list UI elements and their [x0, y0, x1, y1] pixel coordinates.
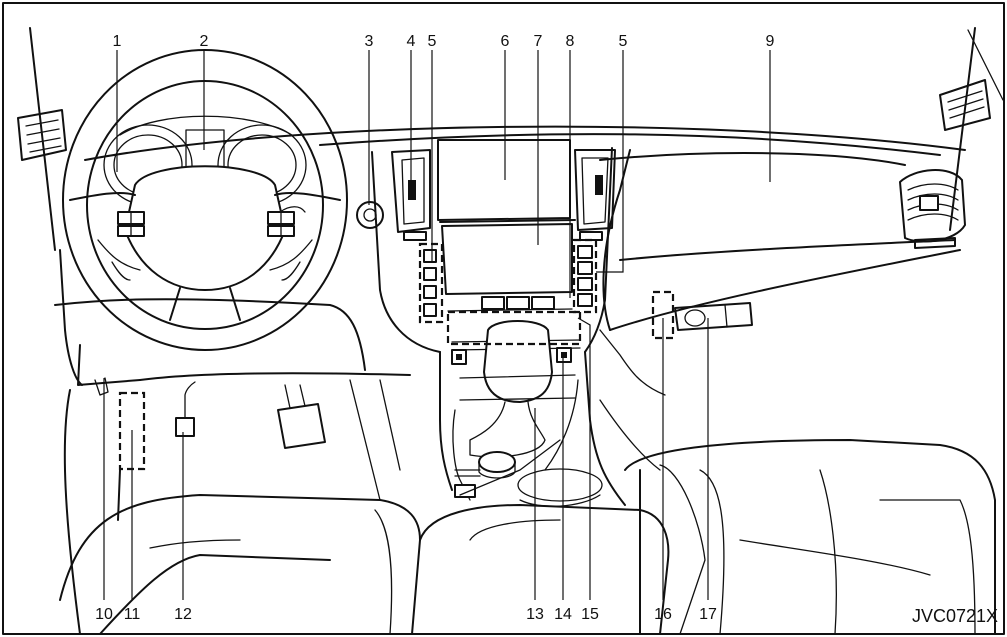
floor-and-seats	[59, 329, 996, 635]
callout-5-right: 5	[619, 33, 628, 50]
callout-17: 17	[699, 606, 717, 623]
callout-8: 8	[566, 33, 575, 50]
dashed-groups	[118, 238, 675, 471]
pedals	[94, 377, 326, 449]
left-side-vent	[17, 109, 67, 161]
right-side-vent	[939, 79, 991, 131]
dashboard-outline	[29, 27, 1004, 331]
callout-1: 1	[113, 33, 122, 50]
callout-15: 15	[581, 606, 599, 623]
steering-column	[54, 249, 411, 386]
callout-16: 16	[654, 606, 672, 623]
leader-lines	[103, 50, 771, 600]
callout-11: 11	[124, 606, 141, 623]
callout-labels: 1 2 3 4 5 6 7 8 5 9 10 11 12 13 14 15 16…	[95, 33, 998, 626]
center-stack	[371, 139, 626, 507]
callout-5-left: 5	[428, 33, 437, 50]
callout-6: 6	[501, 33, 510, 50]
callout-10: 10	[95, 606, 113, 623]
callout-4: 4	[407, 33, 416, 50]
figure-code: JVC0721X	[912, 606, 998, 626]
callout-7: 7	[534, 33, 543, 50]
callout-12: 12	[174, 606, 192, 623]
steering-wheel	[62, 49, 348, 351]
callout-13: 13	[526, 606, 544, 623]
callout-3: 3	[365, 33, 374, 50]
callout-9: 9	[766, 33, 775, 50]
callout-2: 2	[200, 33, 209, 50]
callout-14: 14	[554, 606, 572, 623]
start-button	[356, 201, 384, 229]
glove-box-switch	[674, 302, 753, 331]
passenger-vent	[899, 169, 966, 249]
